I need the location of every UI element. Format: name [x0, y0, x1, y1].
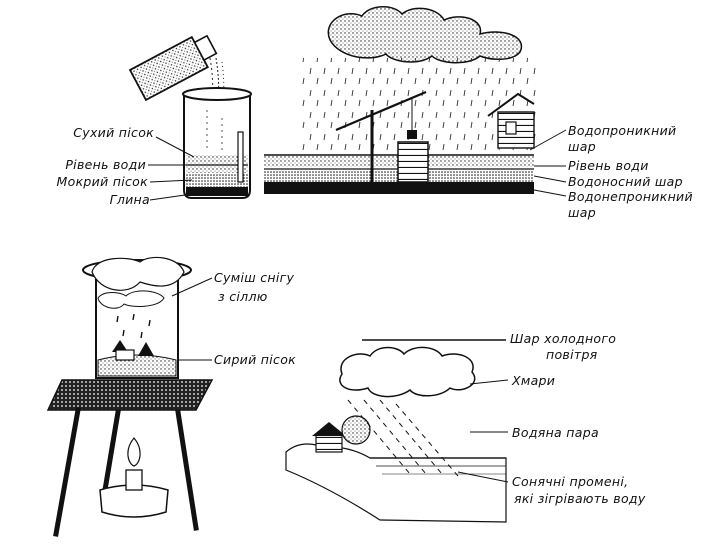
- label-snow-salt-mixture: Суміш снігу: [214, 270, 295, 285]
- label-cold-air-layer-cont: повітря: [546, 347, 598, 362]
- label-permeable-layer: Водопроникний: [568, 123, 677, 138]
- jar-experiment-illustration: [128, 34, 252, 201]
- label-sun-rays-cont: які зігрівають воду: [514, 491, 646, 506]
- label-clouds: Хмари: [512, 373, 556, 388]
- label-permeable-layer-cont: шар: [568, 139, 596, 154]
- label-wet-sand-jar: Мокрий пісок: [56, 174, 148, 189]
- snow-experiment-illustration: [46, 256, 214, 537]
- label-water-level-jar: Рівень води: [65, 157, 146, 172]
- label-snow-salt-mixture-cont: з сіллю: [218, 289, 268, 304]
- label-water-level-well: Рівень води: [568, 158, 649, 173]
- label-dry-sand: Сухий пісок: [73, 125, 154, 140]
- label-clay: Глина: [109, 192, 150, 207]
- water-cycle-illustration: [285, 339, 509, 523]
- label-aquifer: Водоносний шар: [568, 174, 683, 189]
- label-wet-sand-glass: Сирий пісок: [214, 352, 297, 367]
- label-impermeable-layer: Водонепроникний: [568, 189, 693, 204]
- label-impermeable-layer-cont: шар: [568, 205, 596, 220]
- well-illustration: [264, 6, 567, 197]
- label-cold-air-layer: Шар холодного: [510, 331, 617, 346]
- label-water-vapor: Водяна пара: [512, 425, 599, 440]
- label-sun-rays: Сонячні промені,: [512, 474, 629, 489]
- pouring-bottle: [128, 34, 218, 102]
